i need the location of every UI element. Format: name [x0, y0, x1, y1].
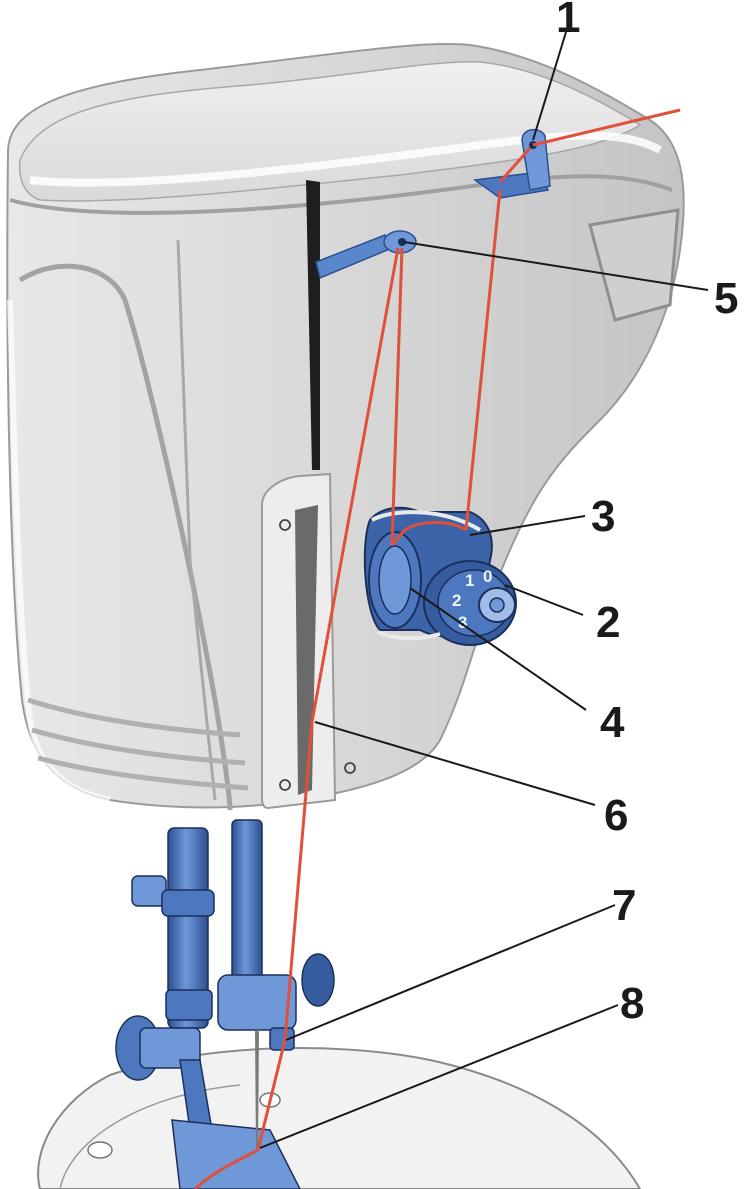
- leader-line-1: [532, 31, 567, 141]
- leader-line-7: [285, 904, 616, 1041]
- tension-assembly: 0 1 2 3: [363, 506, 517, 646]
- thread-guide-bracket: [473, 128, 551, 199]
- callout-label-1: 1: [556, 0, 580, 42]
- leader-line-5: [403, 241, 709, 291]
- leader-lines: [259, 31, 709, 1149]
- dial-digit-0: 0: [483, 567, 492, 586]
- take-up-lever: [315, 230, 417, 280]
- machine-head: [6, 43, 685, 811]
- callout-label-3: 3: [591, 492, 615, 541]
- callout-labels: 1 2 3 4 5 6 7 8: [556, 0, 738, 1028]
- dial-digit-1: 1: [465, 571, 474, 590]
- callout-label-5: 5: [714, 274, 738, 323]
- callout-label-6: 6: [604, 791, 628, 840]
- leader-line-4: [409, 587, 587, 711]
- callout-label-2: 2: [596, 598, 620, 647]
- needle-and-presser-assembly: [115, 819, 335, 1189]
- callout-label-4: 4: [600, 698, 625, 747]
- leader-line-3: [469, 515, 586, 536]
- thread-path: [193, 108, 681, 1189]
- callout-label-8: 8: [620, 979, 644, 1028]
- dial-digit-3: 3: [458, 613, 467, 632]
- leader-line-2: [504, 584, 584, 616]
- dial-digit-2: 2: [452, 591, 461, 610]
- leader-line-6: [314, 721, 596, 806]
- leader-line-8: [259, 1004, 619, 1149]
- callout-label-7: 7: [612, 881, 636, 930]
